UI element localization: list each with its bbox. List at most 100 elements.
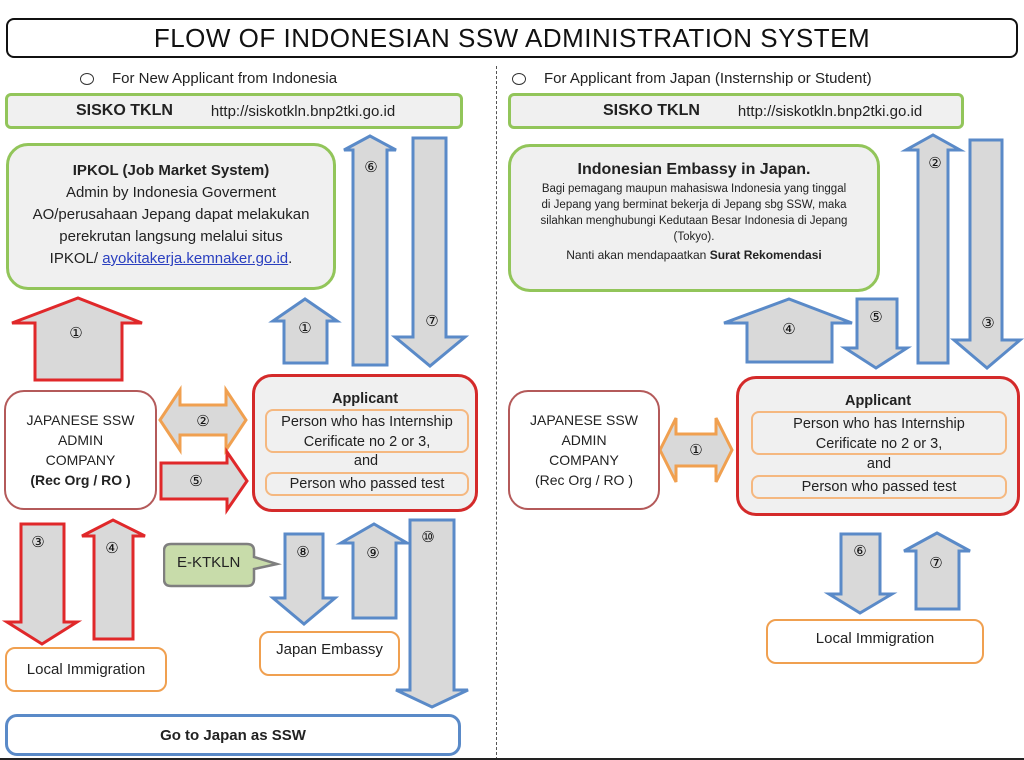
company-line: ADMIN	[57, 432, 104, 448]
embassy-line: silahkan menghubungi Kedutaan Besar Indo…	[540, 215, 848, 227]
arrow-right-6: ⑥	[823, 532, 898, 615]
right-applicant-box: Applicant Person who has Internship Ceri…	[736, 376, 1020, 516]
step-number: ⑥	[364, 158, 377, 176]
right-section-label-text: For Applicant from Japan (Insternship or…	[544, 70, 872, 87]
left-local-immigration-box: Local Immigration	[5, 647, 167, 692]
embassy-prefix: Nanti akan mendapaatkan	[566, 248, 710, 262]
ipkol-box: IPKOL (Job Market System) Admin by Indon…	[6, 143, 336, 290]
applicant-and: and	[866, 456, 892, 472]
embassy-line: Nanti akan mendapaatkan Surat Rekomendas…	[511, 247, 877, 263]
arrow-left-6: ⑥	[343, 134, 397, 367]
arrow-left-7: ⑦	[390, 136, 470, 368]
applicant-criteria-1: Person who has Internship Cerificate no …	[265, 409, 469, 453]
step-number: ⑦	[929, 554, 942, 572]
step-number: ③	[981, 314, 994, 332]
japan-embassy-label: Japan Embassy	[276, 641, 383, 658]
diagram-title-text: FLOW OF INDONESIAN SSW ADMINISTRATION SY…	[153, 22, 871, 53]
step-number: ⑤	[869, 308, 882, 326]
step-number: ⑨	[366, 544, 379, 562]
company-line: (Rec Org / RO )	[534, 472, 633, 488]
step-number: ④	[782, 320, 795, 338]
sisko-url[interactable]: http://siskotkln.bnp2tki.go.id	[210, 102, 396, 120]
go-to-japan-box: Go to Japan as SSW	[5, 714, 461, 756]
step-number: ③	[31, 533, 44, 551]
criteria-line: Cerificate no 2 or 3,	[815, 436, 943, 452]
step-number: ⑥	[853, 542, 866, 560]
left-sisko-tkln-box: SISKO TKLN http://siskotkln.bnp2tki.go.i…	[5, 93, 463, 129]
company-line: ADMIN	[561, 432, 607, 448]
ektkln-callout: E-KTKLN	[162, 542, 283, 588]
arrow-right-1: ①	[658, 417, 734, 483]
embassy-heading: Indonesian Embassy in Japan.	[577, 161, 811, 178]
arrow-right-5: ⑤	[839, 297, 913, 370]
step-number: ⑧	[296, 543, 309, 561]
radio-bullet-icon	[80, 72, 94, 85]
arrow-left-2: ②	[158, 385, 248, 455]
arrow-left-9: ⑨	[335, 522, 413, 620]
ayokitakerja-link[interactable]: ayokitakerja.kemnaker.go.id	[102, 250, 289, 267]
step-number: ②	[196, 412, 209, 430]
surat-rekomendasi: Surat Rekomendasi	[709, 248, 822, 262]
company-line: COMPANY	[549, 452, 619, 468]
left-section-label: For New Applicant from Indonesia	[80, 70, 337, 87]
company-line: (Rec Org / RO )	[30, 472, 131, 488]
arrow-right-3: ③	[949, 138, 1024, 370]
step-number: ⑩	[421, 528, 434, 546]
arrow-right-2: ②	[900, 133, 966, 365]
ipkol-line: IPKOL/ ayokitakerja.kemnaker.go.id.	[9, 248, 333, 270]
step-number: ⑤	[189, 472, 202, 490]
company-line: COMPANY	[45, 452, 116, 468]
sisko-name: SISKO TKLN	[76, 102, 173, 119]
embassy-line: di Jepang yang berminat bekerja di Jepan…	[541, 199, 847, 211]
ipkol-suffix: .	[288, 250, 293, 267]
ipkol-line: Admin by Indonesia Goverment	[65, 184, 277, 201]
arrow-left-10: ⑩	[395, 518, 469, 709]
applicant-and: and	[353, 453, 379, 469]
embassy-line: (Tokyo).	[673, 231, 715, 243]
arrow-left-4: ④	[81, 518, 146, 641]
sisko-url[interactable]: http://siskotkln.bnp2tki.go.id	[737, 102, 923, 120]
criteria-line: Person who has Internship	[793, 416, 965, 432]
arrow-right-7: ⑦	[903, 531, 971, 611]
ektkln-label: E-KTKLN	[177, 554, 241, 571]
embassy-line: Bagi pemagang maupun mahasiswa Indonesia…	[541, 183, 847, 195]
arrow-left-3: ③	[1, 522, 83, 646]
step-number: ④	[105, 539, 118, 557]
criteria-line: Person who has Internship	[281, 414, 453, 430]
diagram-title: FLOW OF INDONESIAN SSW ADMINISTRATION SY…	[6, 18, 1018, 58]
applicant-criteria-2: Person who passed test	[751, 475, 1007, 499]
arrow-left-1-blue: ①	[268, 297, 342, 365]
arrow-left-1-red: ①	[11, 296, 143, 382]
arrow-left-5: ⑤	[159, 447, 249, 515]
right-local-immigration-box: Local Immigration	[766, 619, 984, 664]
ipkol-line: AO/perusahaan Jepang dapat melakukan	[32, 206, 310, 223]
go-to-japan-label: Go to Japan as SSW	[160, 726, 306, 744]
right-company-box: JAPANESE SSW ADMIN COMPANY (Rec Org / RO…	[508, 390, 660, 510]
left-section-label-text: For New Applicant from Indonesia	[112, 70, 338, 87]
step-number: ①	[689, 441, 702, 459]
indonesian-embassy-box: Indonesian Embassy in Japan. Bagi pemaga…	[508, 144, 880, 292]
ipkol-line: perekrutan langsung melalui situs	[59, 228, 283, 245]
company-line: JAPANESE SSW	[26, 412, 135, 428]
right-section-label: For Applicant from Japan (Insternship or…	[512, 70, 872, 87]
left-applicant-box: Applicant Person who has Internship Ceri…	[252, 374, 478, 512]
ipkol-heading: IPKOL (Job Market System)	[72, 162, 270, 179]
step-number: ①	[69, 324, 82, 342]
applicant-criteria-2: Person who passed test	[265, 472, 469, 496]
japan-embassy-box: Japan Embassy	[259, 631, 400, 676]
local-immigration-label: Local Immigration	[26, 661, 146, 678]
local-immigration-label: Local Immigration	[815, 630, 935, 647]
arrow-left-8: ⑧	[268, 532, 340, 626]
arrow-right-4: ④	[723, 297, 853, 364]
left-company-box: JAPANESE SSW ADMIN COMPANY (Rec Org / RO…	[4, 390, 157, 510]
company-line: JAPANESE SSW	[530, 412, 638, 428]
step-number: ②	[928, 154, 941, 172]
ipkol-prefix: IPKOL/	[49, 250, 103, 267]
step-number: ⑦	[425, 312, 438, 330]
section-divider	[496, 66, 497, 760]
applicant-criteria-1: Person who has Internship Cerificate no …	[751, 411, 1007, 455]
applicant-heading: Applicant	[844, 393, 912, 409]
sisko-name: SISKO TKLN	[603, 102, 700, 119]
right-sisko-tkln-box: SISKO TKLN http://siskotkln.bnp2tki.go.i…	[508, 93, 964, 129]
